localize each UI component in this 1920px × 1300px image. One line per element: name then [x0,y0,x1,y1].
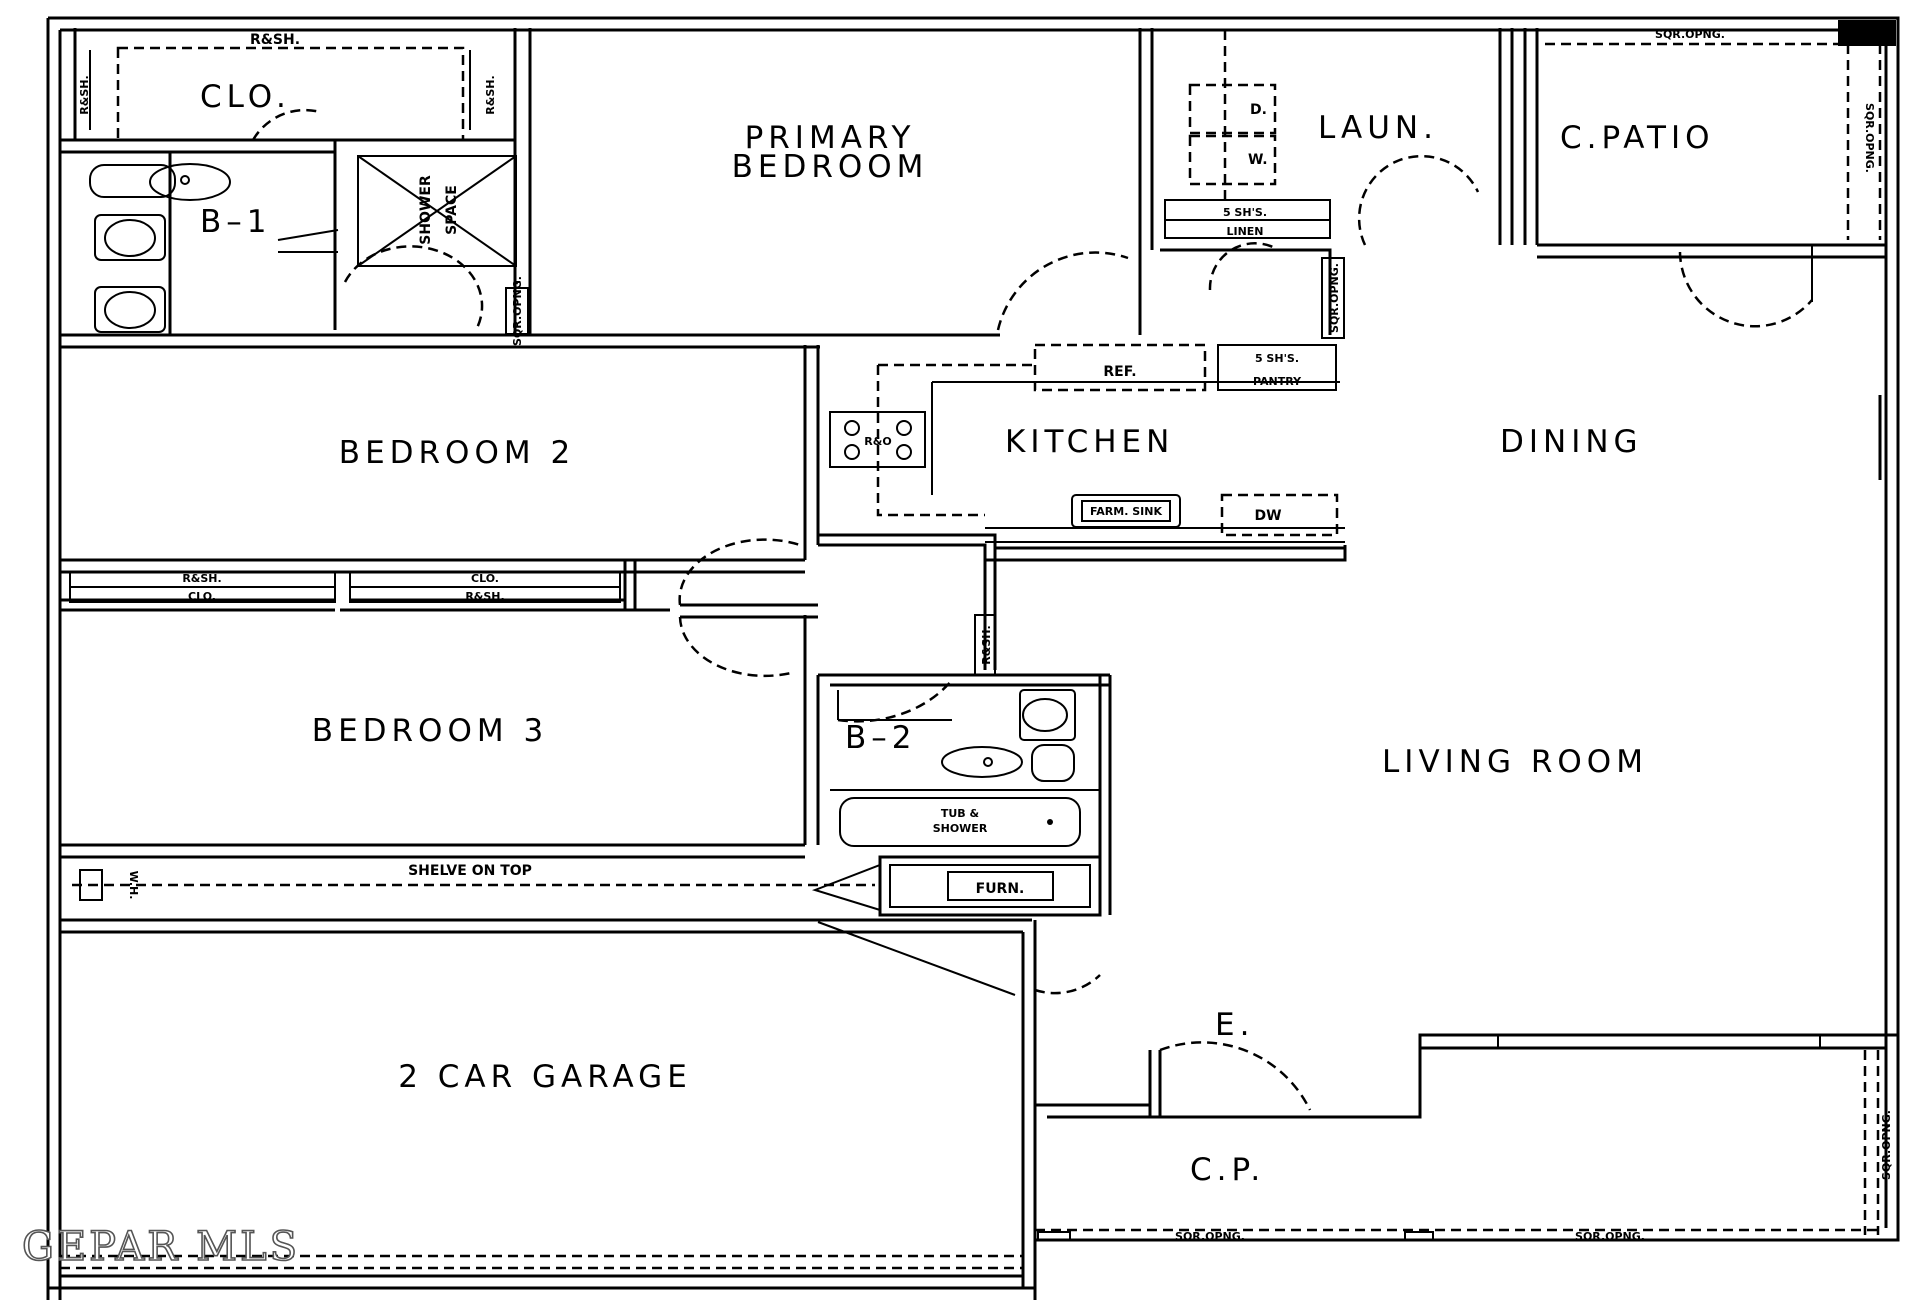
sqr-opng-laun-label: SQR.OPNG. [1328,263,1341,333]
linen-shelves-label: 5 SH'S. [1223,206,1267,219]
tub-label-1: TUB & [941,807,980,820]
garage-walls [60,918,1101,1288]
shower-label-1: SHOWER [418,175,434,245]
watermark: GEPAR MLS [22,1224,300,1270]
bedroom-2: BEDROOM 2 R&SH. CLO. CLO. R&SH. [69,435,801,678]
sqr-opng-hall-label: SQR.OPNG. [511,276,524,346]
pantry-shelves-label: 5 SH'S. [1255,352,1299,365]
bath-2: R&SH. B–2 TUB & SHOWER [830,614,1100,847]
rsh-right-label: R&SH. [484,75,497,114]
sqr-opng-top-label: SQR.OPNG. [1655,28,1725,41]
sink-label: FARM. SINK [1090,505,1162,518]
sqr-opng-cp-2-label: SQR.OPNG. [1575,1230,1645,1243]
garage-label: 2 CAR GARAGE [398,1059,692,1095]
carport-label: C.P. [1190,1152,1265,1188]
dw-label: DW [1254,508,1281,524]
primary-closet: R&SH. R&SH. R&SH. CLO. [78,32,497,142]
bath-1: B–1 SHOWER SPACE SQR.OPNG. [89,155,529,346]
shelve-label: SHELVE ON TOP [408,863,532,879]
bedroom-3: BEDROOM 3 [312,713,548,749]
kitchen-label: KITCHEN [1005,424,1174,460]
closet-label: CLO. [200,79,291,115]
laundry-label: LAUN. [1318,110,1438,146]
furnace-label: FURN. [976,881,1025,897]
rsh-b3-label: R&SH. [465,590,504,603]
water-heater-label: W.H. [127,871,140,900]
tub-label-2: SHOWER [933,822,988,835]
pantry-label: PANTRY [1253,375,1302,388]
sqr-opng-right-label: SQR.OPNG. [1863,103,1876,173]
primary-bedroom: PRIMARY BEDROOM [732,120,1129,331]
c-patio-label: C.PATIO [1560,120,1715,156]
dryer-label: D. [1250,102,1267,118]
primary-bedroom-label-2: BEDROOM [732,149,929,185]
linen-label: LINEN [1226,225,1263,238]
hall-storage: SHELVE ON TOP W.H. FURN. [58,855,1102,922]
dining-label: DINING [1500,424,1643,460]
top-interior-walls [60,28,1886,349]
range-label: R&O [864,435,891,448]
rsh-b2-label: R&SH. [182,572,221,585]
bath-1-label: B–1 [200,204,272,240]
washer-label: W. [1248,152,1268,168]
covered-patio: SQR.OPNG. SQR.OPNG. C.PATIO [1545,28,1882,328]
rsh-left-label: R&SH. [78,75,91,114]
exterior-walls [46,16,1900,1300]
primary-bedroom-label-1: PRIMARY [745,120,916,156]
sqr-opng-cp-right-label: SQR.OPNG. [1880,1110,1893,1180]
bedroom-2-label: BEDROOM 2 [339,435,575,471]
rsh-top-label: R&SH. [250,32,300,48]
laundry: D. W. LAUN. 5 SH'S. LINEN SQR.OPNG. [1164,30,1480,339]
shower-label-2: SPACE [444,185,460,235]
living-room: LIVING ROOM [1382,395,1882,780]
hall-label: R&SH. [980,625,993,664]
clo-b2-label: CLO. [471,572,499,585]
garage: 2 CAR GARAGE [60,1059,1023,1270]
sqr-opng-cp-1-label: SQR.OPNG. [1175,1230,1245,1243]
bath-2-label: B–2 [845,720,917,756]
entry-and-carport: E. C.P. SQR.OPNG. SQR.OPNG. SQR.OPNG. [1035,1007,1898,1243]
living-room-label: LIVING ROOM [1382,744,1648,780]
entry-label: E. [1215,1007,1254,1043]
ref-label: REF. [1103,364,1136,380]
bedroom-3-label: BEDROOM 3 [312,713,548,749]
kitchen: REF. 5 SH'S. PANTRY R&O KITCHEN DINING F… [829,343,1643,543]
clo-b3-label: CLO. [188,590,216,603]
